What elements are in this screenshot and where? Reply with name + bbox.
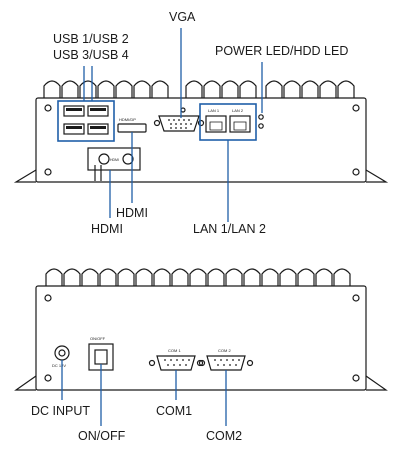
silk-com2: COM 2 (218, 348, 231, 353)
antenna-jack-right (122, 153, 134, 165)
screw-icon (352, 104, 360, 112)
screw-icon (352, 294, 360, 302)
screw-icon (44, 294, 52, 302)
label-dc-input: DC INPUT (31, 404, 91, 418)
rear-panel-bottom (14, 268, 388, 391)
label-hdmi-left: HDMI (91, 222, 123, 236)
usb-port-1 (63, 105, 85, 117)
label-usb-1-2: USB 1/USB 2 (53, 32, 129, 46)
hdd-led (258, 123, 264, 129)
silk-hdmi-top: HDMI/DP (119, 117, 136, 122)
com1-connector (156, 355, 196, 371)
mount-foot-left-bottom (14, 375, 37, 391)
silk-lan1: LAN 1 (208, 108, 220, 113)
silk-dc: DC 12V (52, 363, 66, 368)
mount-foot-right-bottom (365, 375, 388, 391)
lan-port-2 (229, 115, 251, 133)
com2-connector (206, 355, 246, 371)
label-usb-3-4: USB 3/USB 4 (53, 48, 129, 62)
label-com2: COM2 (206, 429, 243, 443)
mount-foot-right-top (365, 169, 389, 183)
screw-icon (44, 374, 52, 382)
usb-port-4 (87, 123, 109, 135)
dc-jack (54, 345, 70, 361)
screw-icon (44, 104, 52, 112)
usb-port-2 (87, 105, 109, 117)
hdmi-module-bottom (87, 147, 141, 171)
usb-port-3 (63, 123, 85, 135)
power-led (258, 114, 264, 120)
hdmi-port-top (117, 123, 147, 133)
screw-icon (352, 168, 360, 176)
usb-highlight-box (57, 100, 115, 142)
screw-icon (44, 168, 52, 176)
label-com1: COM1 (156, 404, 193, 418)
label-power-hdd-led: POWER LED/HDD LED (215, 44, 349, 58)
heatsink-fins-top (43, 80, 355, 98)
chassis-bottom (35, 285, 367, 391)
silk-hdmi-bottom: HDMI (110, 158, 119, 162)
label-on-off: ON/OFF (78, 429, 126, 443)
mount-foot-left-top (13, 169, 37, 183)
silk-lan2: LAN 2 (232, 108, 244, 113)
label-vga: VGA (169, 10, 196, 24)
label-hdmi-right: HDMI (116, 206, 148, 220)
front-panel-top (13, 80, 389, 183)
heatsink-fins-bottom (45, 268, 351, 286)
lan-port-1 (205, 115, 227, 133)
label-lan: LAN 1/LAN 2 (193, 222, 266, 236)
silk-onoff: ON/OFF (90, 336, 106, 341)
chassis-top (35, 97, 367, 183)
screw-icon (352, 374, 360, 382)
vga-connector (158, 115, 200, 132)
antenna-jack-left (98, 153, 110, 165)
silk-com1: COM 1 (168, 348, 181, 353)
